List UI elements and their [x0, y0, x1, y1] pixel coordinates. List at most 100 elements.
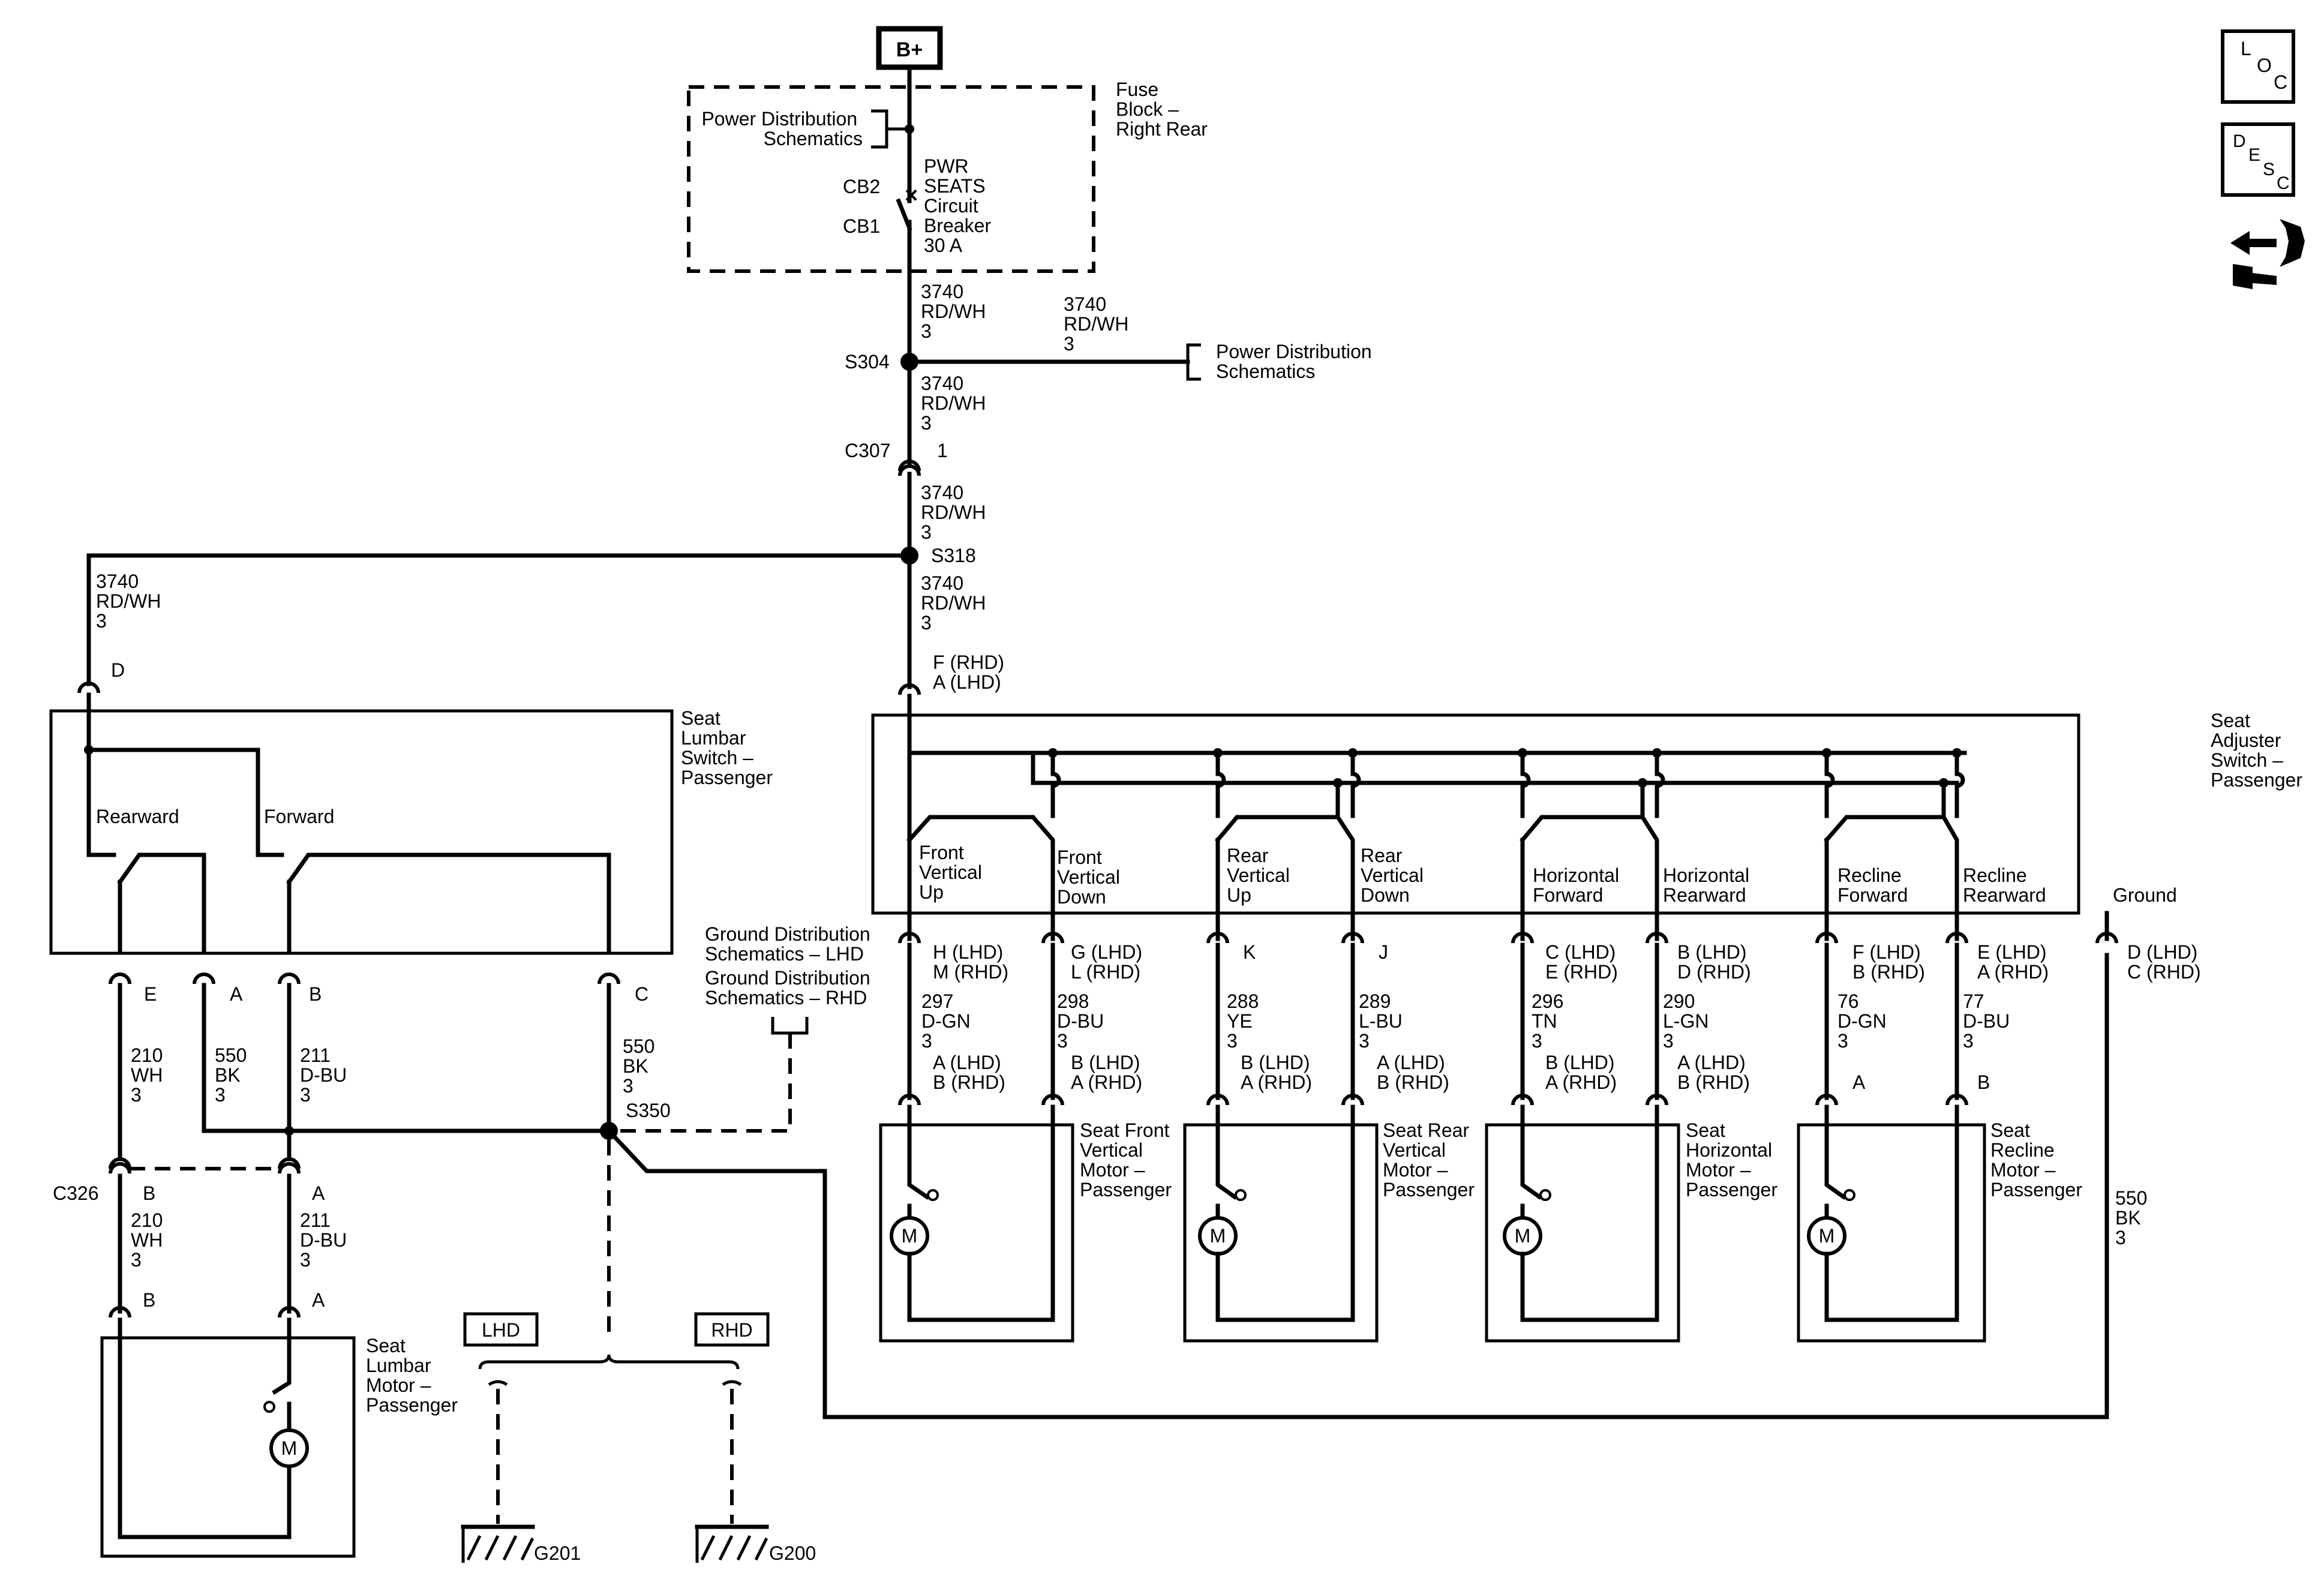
rearward-lever [117, 852, 206, 953]
switch-pair-rear [1215, 781, 1355, 914]
motor-rear-loop [1215, 1104, 1355, 1322]
adj-pin-6: B (LHD)D (RHD) [1677, 941, 1751, 983]
motor-recline-box [1797, 1123, 1986, 1343]
g201-label: G201 [534, 1542, 581, 1564]
motor-conn-3a [1511, 1094, 1534, 1106]
adjuster-switch: Seat Adjuster Switch – Passenger [871, 710, 2302, 915]
motor2-pin-a: B (LHD)A (RHD) [1241, 1052, 1312, 1093]
c326-pin-a: A [312, 1182, 325, 1204]
switch-pair-front [906, 751, 1055, 914]
adj-pin-8: E (LHD)A (RHD) [1977, 941, 2049, 983]
adj-pin-5: C (LHD)E (RHD) [1545, 941, 1618, 983]
motor4-pin-b: B [1977, 1071, 1990, 1093]
lumbar-limit-contact [263, 1401, 275, 1413]
wire-label-550-c: 550 BK 3 [623, 1035, 660, 1097]
adjuster-in-pin: F (RHD) A (LHD) [933, 652, 1010, 693]
wire-label-211-lower: 211 D-BU 3 [300, 1209, 352, 1271]
motor1-pin-a: A (LHD)B (RHD) [933, 1052, 1005, 1093]
ground-dist-bracket [771, 1017, 809, 1035]
switch-pair-horizontal [1520, 781, 1659, 914]
desc-icon[interactable] [2221, 122, 2295, 197]
wire-label-3740-f: 3740 RD/WH 3 [96, 571, 166, 632]
lumbar-motor-a-connector [278, 1306, 301, 1318]
motor-conn-2a [1206, 1094, 1229, 1106]
adj-pin-2: G (LHD)L (RHD) [1071, 941, 1142, 983]
motor-horizontal-m: M [1515, 1225, 1531, 1247]
motor-conn-1a [898, 1094, 921, 1106]
motor-rear-box [1183, 1123, 1379, 1343]
recline-forward-label: Recline Forward [1837, 864, 1908, 906]
c326-label: C326 [53, 1182, 99, 1204]
power-dist-ref-top: Power Distribution Schematics [701, 108, 863, 149]
wire-550-ground-loop [606, 953, 2109, 1419]
connector-view-icon[interactable] [2230, 219, 2305, 289]
front-down-label: Front Vertical Down [1057, 846, 1125, 908]
motor-recline-loop [1824, 1104, 1959, 1322]
breaker-label: PWR SEATS Circuit Breaker 30 A [924, 155, 996, 256]
motor2-pin-b: A (LHD)B (RHD) [1377, 1052, 1449, 1093]
option-brace [478, 1354, 740, 1370]
switch-pair-recline [1824, 781, 1959, 914]
horiz-rearward-label: Horizontal Rearward [1663, 864, 1755, 906]
power-dist-bracket-top [871, 109, 909, 149]
motor-front-loop [907, 1104, 1055, 1322]
loc-button[interactable]: L O C [2221, 29, 2295, 104]
wire-label-211: 211 D-BU 3 [300, 1044, 352, 1106]
adjuster-switch-box [871, 713, 2080, 915]
adjuster-switch-label: Seat Adjuster Switch – Passenger [2211, 710, 2302, 791]
lumbar-pin-d: D [111, 659, 125, 681]
g201-option-arc [488, 1380, 508, 1386]
lumbar-motor-limit [272, 1317, 292, 1395]
svg-text:S: S [2263, 160, 2275, 179]
adjuster-in-connector [898, 683, 921, 695]
lumbar-motor-symbol [269, 1428, 309, 1468]
adj-pin-3: K [1243, 941, 1256, 963]
svg-text:D: D [2233, 131, 2246, 151]
lumbar-forward-feed [86, 748, 260, 857]
motor-recline-m: M [1819, 1225, 1835, 1247]
wire-550-node [284, 1126, 294, 1136]
motor-rear-limit [1215, 1104, 1238, 1200]
ground-symbol-g201 [461, 1524, 535, 1563]
lumbar-switch-label: Seat Lumbar Switch – Passenger [681, 707, 773, 788]
lumbar-pin-b: B [309, 983, 322, 1005]
fuse-block-label: Fuse Block – Right Rear [1116, 79, 1208, 140]
lumbar-pin-a-connector [193, 972, 215, 984]
svg-text:O: O [2257, 55, 2272, 76]
motor-front-label: Seat Front Vertical Motor – Passenger [1080, 1119, 1175, 1200]
wire-label-3740-e: 3740 RD/WH 3 [921, 572, 991, 634]
motor-conn-3b [1646, 1094, 1668, 1106]
lumbar-pin-e: E [144, 983, 157, 1005]
motor-horizontal: M Seat Horizontal Motor – Passenger [1485, 1104, 1777, 1343]
ground-dist-dashed [609, 1033, 792, 1133]
svg-text:C: C [2274, 71, 2287, 93]
rhd-label: RHD [711, 1319, 752, 1341]
motor-horizontal-label: Seat Horizontal Motor – Passenger [1686, 1119, 1777, 1200]
wire-label-3740-b: 3740 RD/WH 3 [1064, 293, 1134, 355]
power-feed: B+ Fuse Block – Right Rear Power Distrib… [77, 26, 1372, 758]
desc-button[interactable]: D E S C [2221, 122, 2295, 197]
wire-label-3740-d: 3740 RD/WH 3 [921, 482, 991, 543]
loc-icon[interactable] [2221, 29, 2295, 104]
adjuster-outputs: H (LHD)M (RHD) G (LHD)L (RHD) K J C (LHD… [898, 911, 2201, 1248]
motor-conn-4a [1815, 1094, 1838, 1106]
g200-option-arc [722, 1380, 742, 1386]
motor-recline-label: Seat Recline Motor – Passenger [1990, 1119, 2082, 1200]
c307-connector-top [898, 460, 921, 472]
ground-symbol-g200 [695, 1524, 769, 1563]
bus-crossovers [1050, 751, 1965, 818]
g200-label: G200 [769, 1542, 816, 1564]
motor-rear-label: Seat Rear Vertical Motor – Passenger [1383, 1119, 1475, 1200]
rear-up-label: Rear Vertical Up [1227, 845, 1295, 906]
fuse-block-box [687, 85, 1095, 273]
motor-horizontal-loop [1520, 1104, 1659, 1322]
s304-label: S304 [845, 351, 890, 373]
motor-rear: M Seat Rear Vertical Motor – Passenger [1183, 1104, 1475, 1343]
wire-label-210-lower: 210 WH 3 [131, 1209, 168, 1271]
